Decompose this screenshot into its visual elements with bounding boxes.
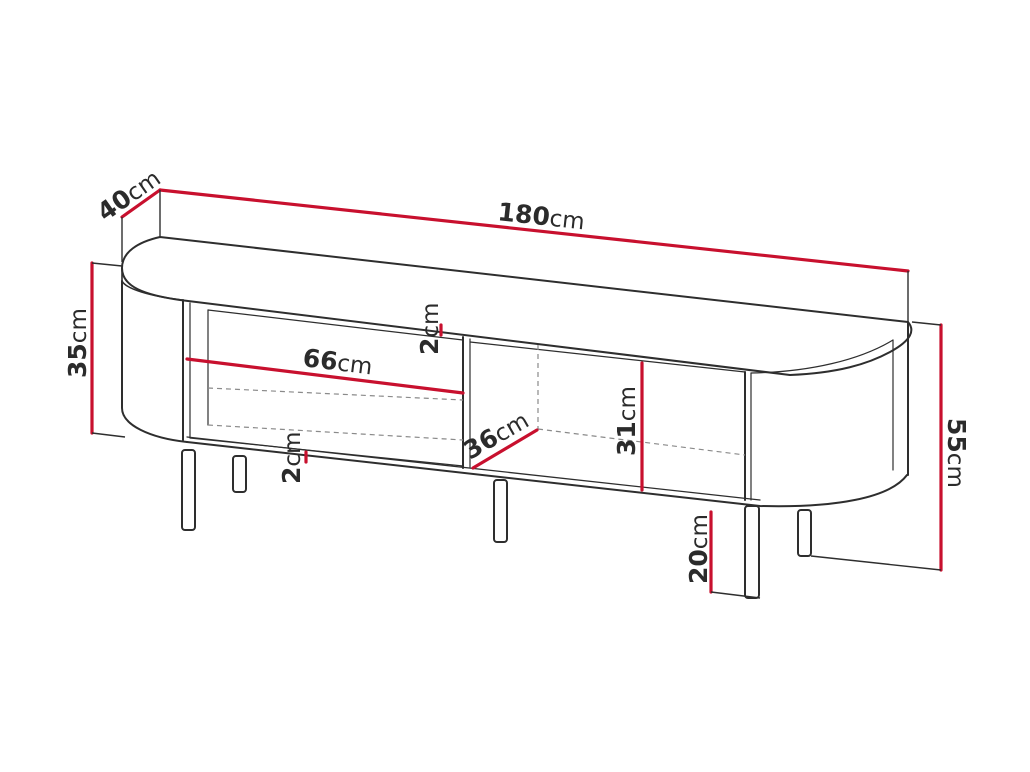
label-total-height-unit: cm bbox=[942, 453, 968, 488]
label-inner-height: 31cm bbox=[612, 386, 641, 456]
label-leg-height: 20cm bbox=[684, 514, 713, 584]
inner-back-top-right bbox=[469, 341, 746, 373]
label-bottom-thickness-value: 2 bbox=[277, 467, 306, 484]
cabinet-front-bottom bbox=[186, 441, 908, 508]
label-shelf-width-unit: cm bbox=[336, 350, 374, 380]
label-inner-height-unit: cm bbox=[615, 386, 641, 421]
hidden-shelf-back-left bbox=[207, 387, 464, 401]
right-door-top-curve bbox=[750, 339, 894, 374]
ext-body-bottom bbox=[91, 432, 126, 438]
label-body-height-unit: cm bbox=[66, 308, 92, 343]
dimension-lines bbox=[90, 188, 943, 594]
label-total-height: 55cm bbox=[942, 418, 971, 488]
cabinet-front-left-curve bbox=[121, 280, 188, 443]
leg-front-left bbox=[181, 449, 196, 531]
dim-line-width bbox=[158, 188, 910, 273]
hidden-lines bbox=[207, 345, 746, 456]
inner-back-top bbox=[207, 309, 464, 341]
label-width-value: 180 bbox=[496, 197, 551, 231]
label-bottom-thickness-unit: cm bbox=[280, 432, 306, 467]
label-top-thickness-unit: cm bbox=[418, 303, 444, 338]
label-body-height-value: 35 bbox=[63, 343, 92, 378]
label-bottom-thickness: 2cm bbox=[277, 432, 306, 484]
hidden-bottom-back-left bbox=[207, 424, 464, 441]
ext-body-top bbox=[91, 262, 123, 267]
label-width-unit: cm bbox=[548, 206, 586, 236]
legs bbox=[181, 449, 812, 599]
leg-front-center bbox=[493, 479, 508, 543]
ext-total-top bbox=[911, 321, 942, 326]
label-leg-height-value: 20 bbox=[684, 549, 713, 584]
label-top-thickness-value: 2 bbox=[415, 338, 444, 355]
leg-back-left bbox=[232, 455, 247, 493]
label-width: 180cm bbox=[496, 197, 586, 235]
extension-lines bbox=[91, 190, 942, 599]
dim-line-inner-depth bbox=[471, 428, 539, 470]
label-leg-height-unit: cm bbox=[687, 514, 713, 549]
dim-line-shelf-width bbox=[185, 357, 465, 395]
leg-front-right bbox=[744, 505, 760, 599]
label-shelf-width-value: 66 bbox=[301, 343, 339, 376]
label-top-thickness: 2cm bbox=[415, 303, 444, 355]
dimension-labels: 40cm 180cm 35cm 55cm 66cm 2cm 2cm 36cm bbox=[63, 166, 971, 584]
inner-bottom-left bbox=[189, 437, 464, 467]
ext-leg-bottom bbox=[710, 591, 761, 599]
hidden-shelf-back-right bbox=[537, 428, 746, 456]
label-inner-height-value: 31 bbox=[612, 421, 641, 456]
label-body-height: 35cm bbox=[63, 308, 92, 378]
label-total-height-value: 55 bbox=[942, 418, 971, 453]
dim-line-depth bbox=[120, 188, 162, 219]
label-shelf-width: 66cm bbox=[301, 343, 374, 380]
ext-total-bottom bbox=[810, 555, 942, 571]
leg-back-right bbox=[797, 509, 812, 557]
cabinet-top-surface bbox=[121, 236, 913, 376]
